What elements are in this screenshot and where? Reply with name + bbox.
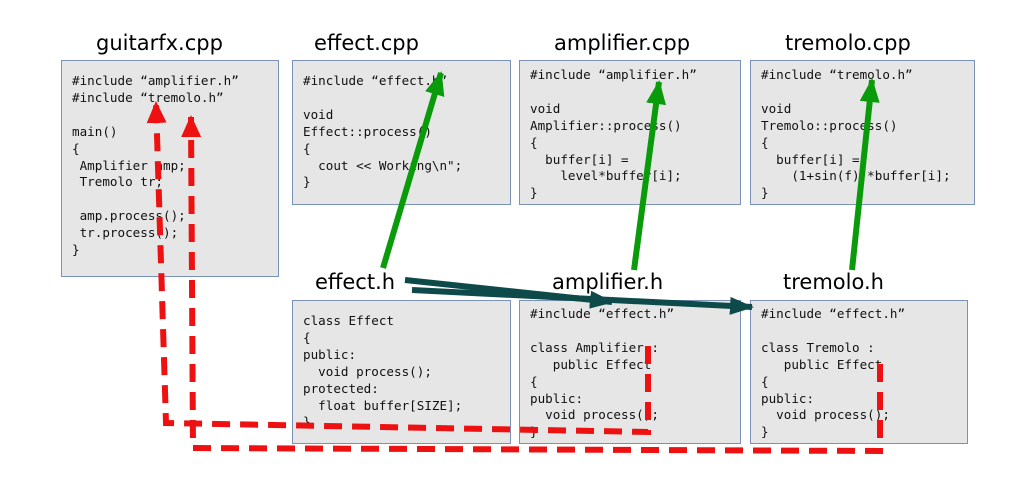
amplifier-h-box: #include “effect.h” class Amplifier : pu… (519, 300, 741, 444)
effect-cpp-code: #include “effect.h” void Effect::process… (303, 73, 463, 190)
tremolo-cpp-box: #include “tremolo.h” void Tremolo::proce… (750, 60, 975, 205)
amplifier-h-title: amplifier.h (552, 270, 664, 294)
guitarfx-cpp-box: #include “amplifier.h” #include “tremolo… (61, 60, 279, 277)
effect-h-code: class Effect { public: void process(); p… (303, 313, 463, 430)
tremolo-h-box: #include “effect.h” class Tremolo : publ… (750, 300, 968, 444)
tremolo-cpp-title: tremolo.cpp (785, 31, 911, 55)
effect-h-box: class Effect { public: void process(); p… (292, 300, 511, 444)
tremolo-h-code: #include “effect.h” class Tremolo : publ… (761, 306, 906, 440)
tremolo-cpp-code: #include “tremolo.h” void Tremolo::proce… (761, 67, 951, 201)
amplifier-cpp-title: amplifier.cpp (554, 31, 691, 55)
tremolo-h-title: tremolo.h (783, 270, 884, 294)
amplifier-h-code: #include “effect.h” class Amplifier : pu… (530, 306, 675, 440)
effect-h-title: effect.h (315, 270, 396, 294)
amplifier-cpp-code: #include “amplifier.h” void Amplifier::p… (530, 67, 697, 201)
amplifier-cpp-box: #include “amplifier.h” void Amplifier::p… (519, 60, 741, 205)
guitarfx-cpp-title: guitarfx.cpp (96, 31, 223, 55)
effect-cpp-box: #include “effect.h” void Effect::process… (292, 60, 511, 205)
guitarfx-cpp-code: #include “amplifier.h” #include “tremolo… (72, 73, 239, 258)
effect-cpp-title: effect.cpp (314, 31, 419, 55)
